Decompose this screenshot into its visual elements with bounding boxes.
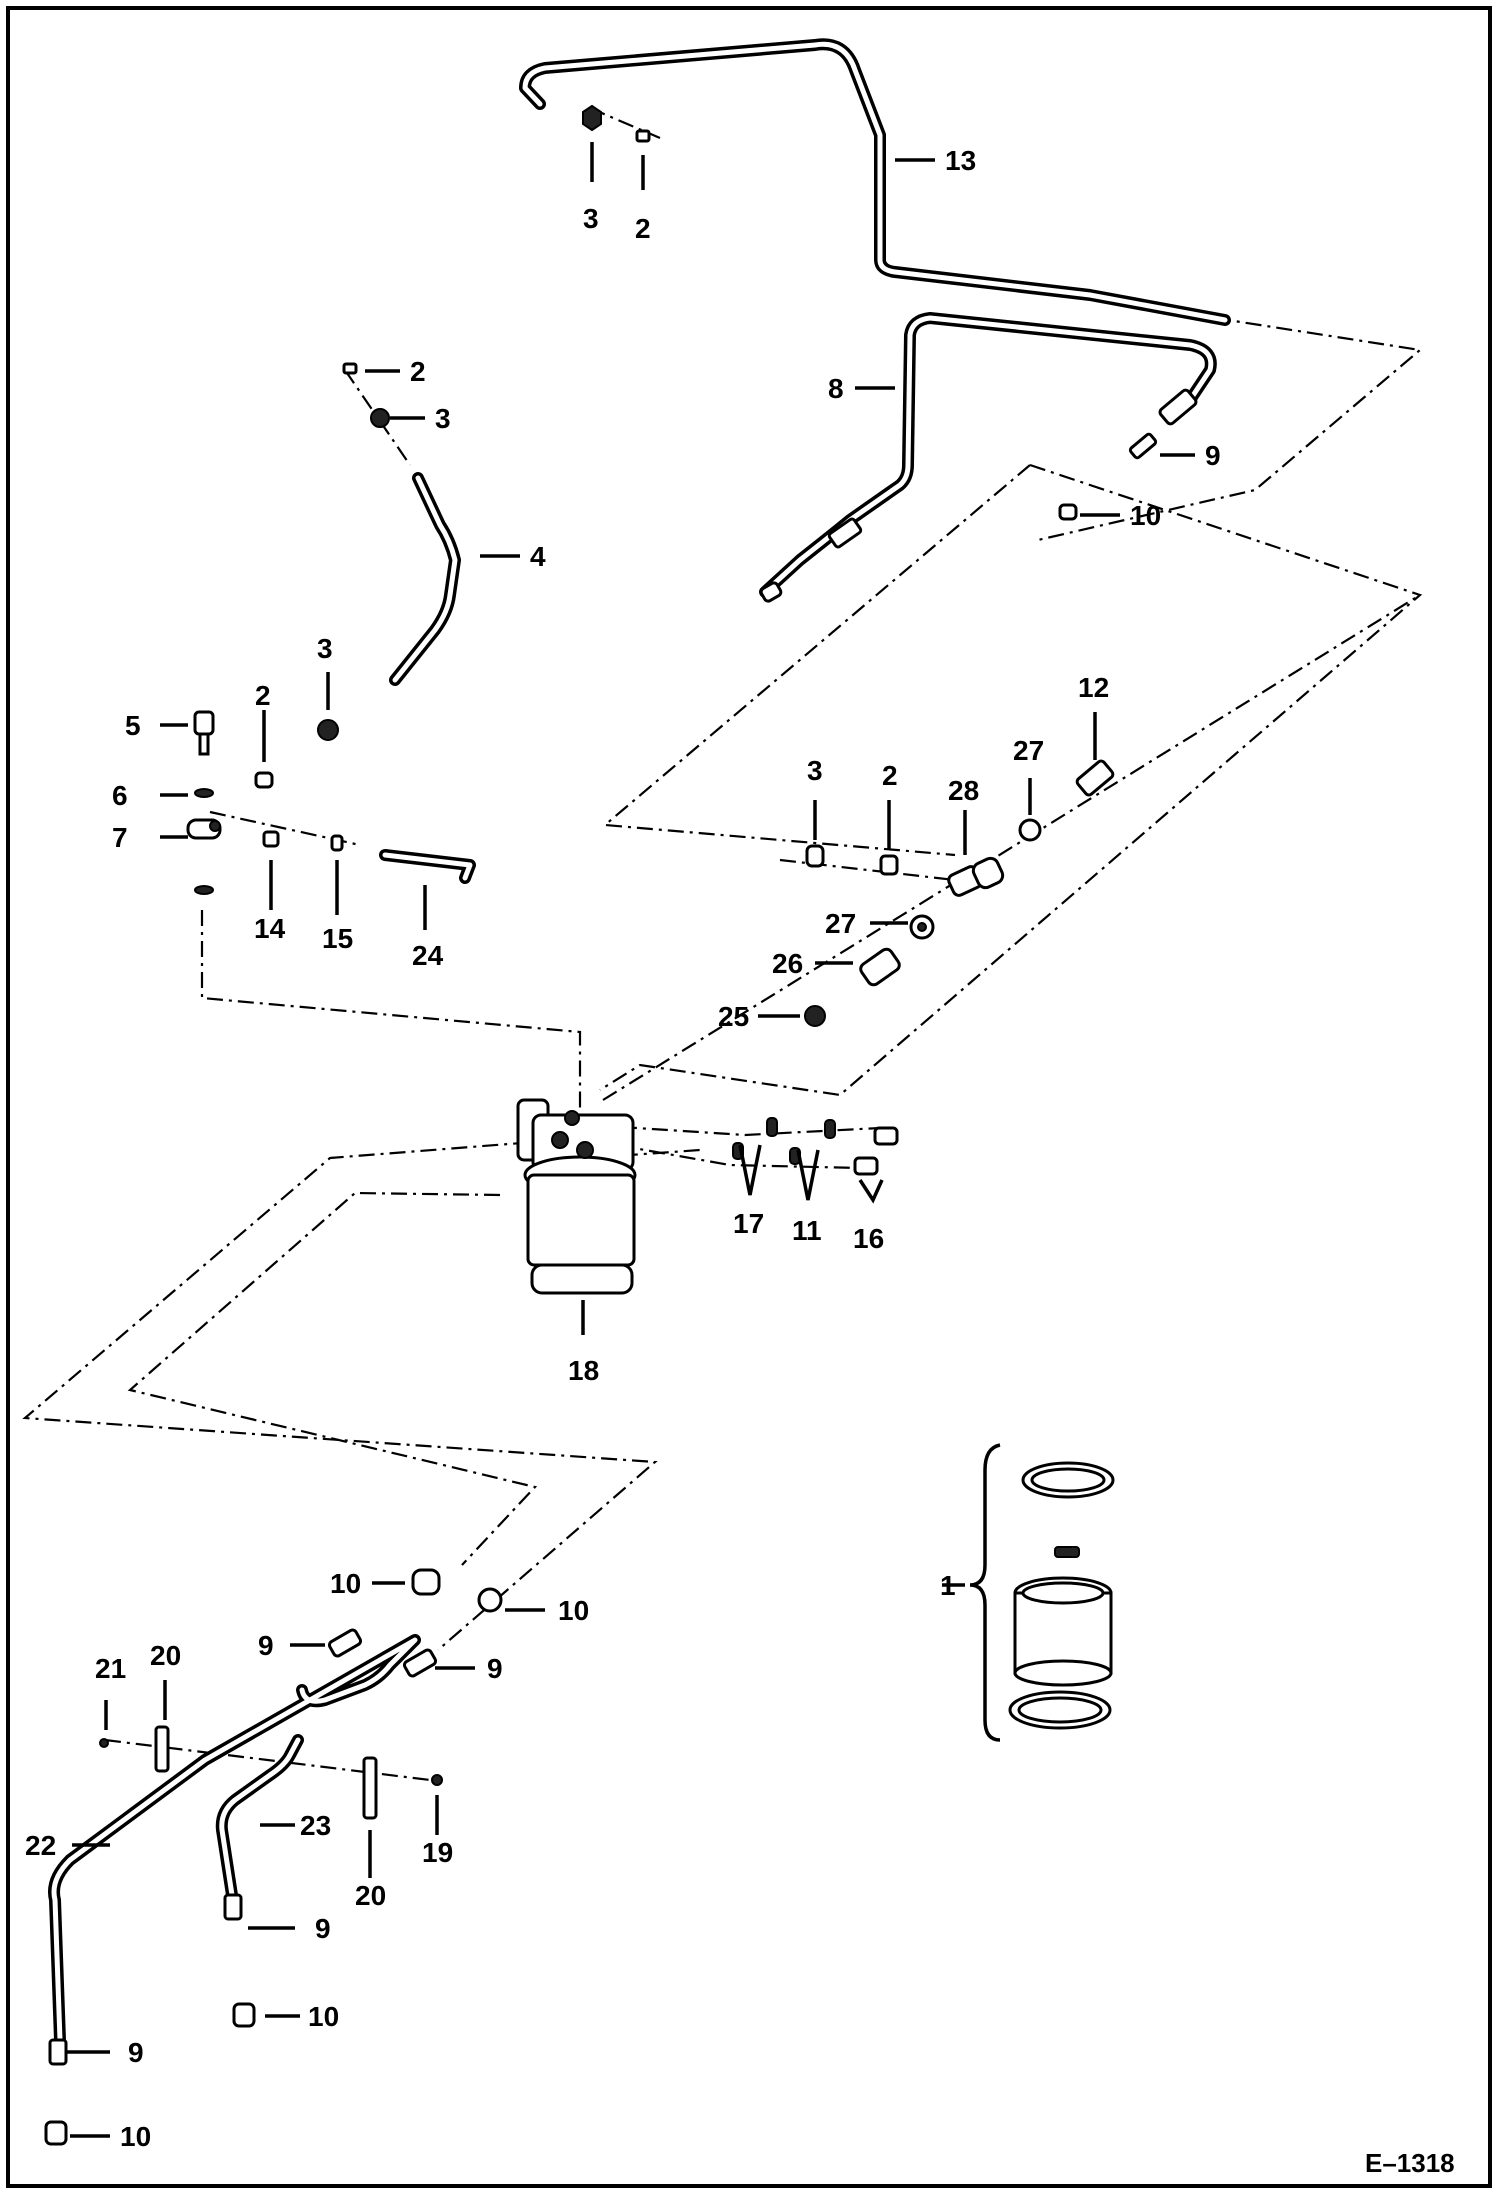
label-part-10: 10 bbox=[120, 2121, 151, 2152]
label-part-5: 5 bbox=[125, 710, 141, 741]
label-part-7: 7 bbox=[112, 822, 128, 853]
label-part-2: 2 bbox=[410, 356, 426, 387]
label-part-17: 17 bbox=[733, 1208, 764, 1239]
diagram-frame bbox=[6, 6, 1492, 2188]
label-part-12: 12 bbox=[1078, 672, 1109, 703]
label-part-8: 8 bbox=[828, 373, 844, 404]
pipe-4 bbox=[389, 472, 461, 686]
pipe-23 bbox=[215, 1734, 304, 1901]
label-part-28: 28 bbox=[948, 775, 979, 806]
pipe-24 bbox=[379, 849, 476, 884]
label-part-3: 3 bbox=[807, 755, 823, 786]
label-part-24: 24 bbox=[412, 940, 444, 971]
label-part-23: 23 bbox=[300, 1810, 331, 1841]
label-part-10: 10 bbox=[1130, 500, 1161, 531]
label-part-2: 2 bbox=[255, 680, 271, 711]
label-part-4: 4 bbox=[530, 541, 546, 572]
pipe-8 bbox=[759, 312, 1217, 598]
label-part-13: 13 bbox=[945, 145, 976, 176]
label-part-27: 27 bbox=[825, 908, 856, 939]
label-part-19: 19 bbox=[422, 1837, 453, 1868]
label-part-26: 26 bbox=[772, 948, 803, 979]
label-part-22: 22 bbox=[25, 1830, 56, 1861]
label-part-25: 25 bbox=[718, 1001, 749, 1032]
label-part-10: 10 bbox=[330, 1568, 361, 1599]
label-part-9: 9 bbox=[487, 1653, 503, 1684]
label-part-6: 6 bbox=[112, 780, 128, 811]
fuel-filter-assembly bbox=[516, 1098, 637, 1295]
label-part-3: 3 bbox=[317, 633, 333, 664]
label-part-21: 21 bbox=[95, 1653, 126, 1684]
label-part-9: 9 bbox=[128, 2037, 144, 2068]
label-part-10: 10 bbox=[308, 2001, 339, 2032]
pipe-13 bbox=[519, 38, 1231, 326]
label-part-9: 9 bbox=[258, 1630, 274, 1661]
label-part-10: 10 bbox=[558, 1595, 589, 1626]
label-part-3: 3 bbox=[435, 403, 451, 434]
label-part-16: 16 bbox=[853, 1223, 884, 1254]
label-part-15: 15 bbox=[322, 923, 353, 954]
label-part-20: 20 bbox=[355, 1880, 386, 1911]
label-part-1: 1 bbox=[940, 1570, 956, 1601]
filter-kit bbox=[969, 1443, 1115, 1742]
label-part-27: 27 bbox=[1013, 735, 1044, 766]
label-part-9: 9 bbox=[1205, 440, 1221, 471]
label-part-2: 2 bbox=[882, 760, 898, 791]
leader-lines bbox=[65, 142, 1195, 2138]
pipe-22 bbox=[48, 1634, 421, 2046]
label-part-2: 2 bbox=[635, 213, 651, 244]
label-part-20: 20 bbox=[150, 1640, 181, 1671]
label-part-18: 18 bbox=[568, 1355, 599, 1386]
label-part-14: 14 bbox=[254, 913, 286, 944]
label-part-3: 3 bbox=[583, 203, 599, 234]
label-part-9: 9 bbox=[315, 1913, 331, 1944]
label-part-11: 11 bbox=[792, 1215, 822, 1246]
small-parts bbox=[44, 104, 1198, 2146]
part-labels: 3 2 13 8 2 3 4 9 10 3 2 5 6 7 14 15 24 3… bbox=[25, 145, 1455, 2178]
figure-code: E–1318 bbox=[1365, 2148, 1455, 2178]
